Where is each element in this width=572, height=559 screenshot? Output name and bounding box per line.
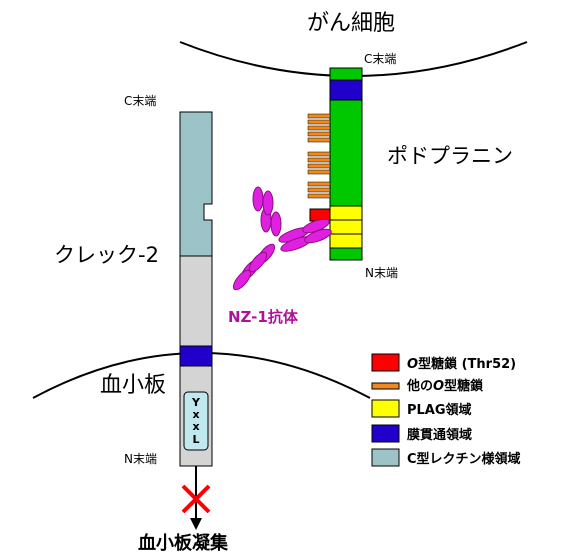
legend-swatch-other-glycans [371,382,400,390]
legend-label-c-type-lectin: C型レクチン様領域 [407,451,521,467]
podoplanin-transmembrane [329,79,363,101]
motif-x1: x [192,408,199,421]
legend-swatch-c-type-lectin [371,448,400,467]
c-type-lectin-domain [179,111,213,257]
legend-swatch-transmembrane [371,424,400,443]
podoplanin-n-term: N末端 [365,266,398,280]
motif-x2: x [192,420,199,433]
podoplanin-n-end [329,247,363,261]
podoplanin-c-term: C末端 [364,52,396,66]
aggregation-arrow-head [190,518,202,530]
podoplanin-extracellular [329,99,363,207]
clec2-molecule: Y x x L [179,111,213,467]
yxxl-motif-box [183,391,209,451]
podoplanin-cytoplasmic [329,67,363,81]
legend-label-thr52: O型糖鎖 (Thr52) [407,356,516,372]
platelet-label: 血小板 [100,373,166,398]
nz1-antibody [232,186,332,291]
legend: O型糖鎖 (Thr52) 他のO型糖鎖 PLAG領域 膜貫通領域 C型レクチン様… [371,353,521,467]
clec2-c-term: C末端 [124,94,156,108]
podoplanin-molecule [307,67,363,261]
motif-y: Y [191,396,201,409]
clec2-n-term: N末端 [124,452,157,466]
clec2-label: クレック-2 [54,243,159,267]
cancer-cell-label: がん細胞 [307,11,395,36]
platelet-aggregation-label: 血小板凝集 [138,532,229,554]
clec2-stalk [179,255,213,347]
cross-mark [181,484,211,514]
legend-label-transmembrane: 膜貫通領域 [407,427,472,443]
motif-l: L [192,433,199,446]
legend-label-plag: PLAG領域 [407,402,472,418]
plag-domain-2 [329,219,363,235]
other-o-glycans [307,113,331,199]
legend-swatch-plag [371,399,400,418]
podoplanin-label: ポドプラニン [387,144,513,168]
antibody-label: NZ-1抗体 [228,308,299,326]
plag-domain-3 [329,233,363,249]
clec2-transmembrane [179,345,213,367]
plag-domain-1 [329,205,363,221]
legend-label-other-glycans: 他のO型糖鎖 [406,378,484,394]
legend-swatch-thr52 [371,353,400,372]
